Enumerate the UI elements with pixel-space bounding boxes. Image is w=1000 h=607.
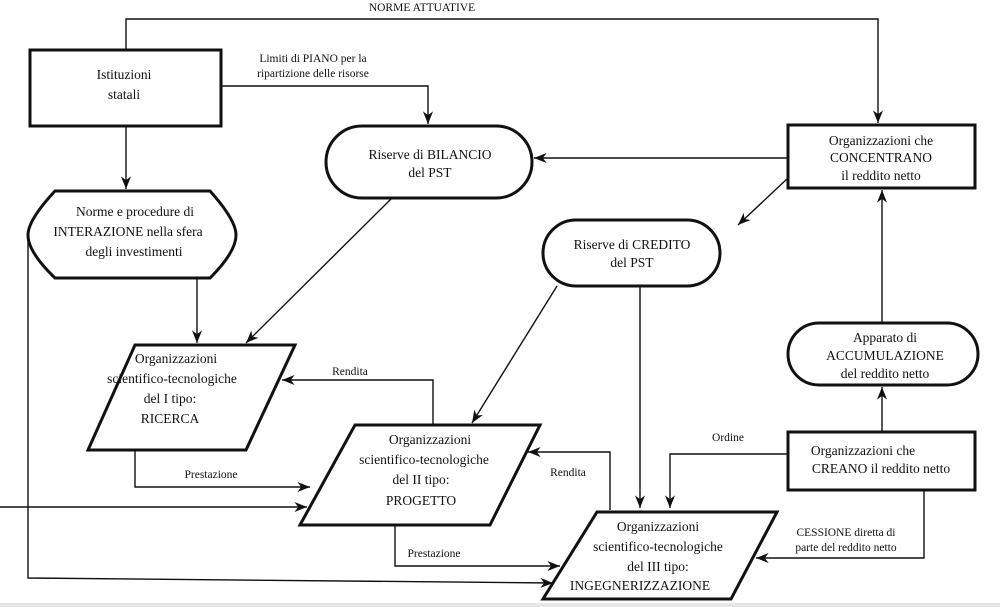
label-limiti-line1: Limiti di PIANO per la bbox=[259, 53, 366, 65]
node-text: del PST bbox=[610, 255, 654, 270]
node-text: Istituzioni bbox=[97, 67, 152, 82]
label-ordine: Ordine bbox=[712, 432, 744, 444]
edge-ordine bbox=[664, 453, 788, 508]
node-text: PROGETTO bbox=[386, 493, 457, 508]
node-text: Riserve di CREDITO bbox=[574, 237, 691, 252]
edge-prestazione-2 bbox=[394, 525, 560, 572]
label-cessione-line1: CESSIONE diretta di bbox=[796, 527, 895, 539]
node-text: del III tipo: bbox=[627, 559, 688, 574]
node-tipo2-progetto: Organizzazioni scientifico-tecnologiche … bbox=[297, 423, 543, 527]
node-concentrano: Organizzazioni che CONCENTRANO il reddit… bbox=[786, 123, 977, 190]
edge-cessione bbox=[756, 490, 925, 564]
node-text: del II tipo: bbox=[393, 472, 450, 487]
edge-limiti-piano bbox=[221, 85, 434, 124]
node-text: INTERAZIONE nella sfera bbox=[53, 224, 202, 239]
edge-credito-tipo2 bbox=[471, 285, 558, 424]
node-text: CREANO il reddito netto bbox=[812, 461, 951, 476]
label-norme-attuative: NORME ATTUATIVE bbox=[369, 2, 475, 14]
node-text: ACCUMULAZIONE bbox=[826, 348, 944, 363]
node-text: Organizzazioni bbox=[389, 432, 471, 447]
node-text: Organizzazioni bbox=[135, 351, 217, 366]
node-tipo3-ingegnerizzazione: Organizzazioni scientifico-tecnologiche … bbox=[540, 510, 780, 601]
node-text: il reddito netto bbox=[841, 168, 921, 183]
node-text: statali bbox=[108, 87, 140, 102]
node-text: Riserve di BILANCIO bbox=[369, 147, 492, 162]
node-text: Organizzazioni bbox=[617, 519, 699, 534]
node-riserve-credito: Riserve di CREDITO del PST bbox=[541, 218, 722, 288]
label-rendita-1: Rendita bbox=[332, 366, 368, 378]
label-limiti-line2: ripartizione delle risorse bbox=[257, 68, 369, 80]
node-text: del I tipo: bbox=[144, 391, 197, 406]
label-prestazione-2: Prestazione bbox=[407, 548, 460, 560]
node-text: Organizzazioni che bbox=[829, 133, 933, 148]
node-accumulazione: Apparato di ACCUMULAZIONE del reddito ne… bbox=[786, 321, 980, 387]
node-text: scientifico-tecnologiche bbox=[107, 371, 237, 386]
edge-norme-tipo3 bbox=[27, 240, 554, 588]
edge-prestazione-1 bbox=[134, 450, 310, 493]
connectors bbox=[0, 18, 925, 588]
node-text: del reddito netto bbox=[841, 366, 930, 381]
label-rendita-2: Rendita bbox=[550, 467, 586, 479]
node-istituzioni-statali: Istituzioni statali bbox=[28, 48, 223, 128]
node-text: Norme e procedure di bbox=[76, 204, 194, 219]
node-text: INGEGNERIZZAZIONE bbox=[570, 578, 710, 593]
node-norme-interazione: Norme e procedure di INTERAZIONE nella s… bbox=[26, 189, 238, 280]
node-creano: Organizzazioni che CREANO il reddito net… bbox=[786, 430, 977, 492]
edge-norme-attuative bbox=[125, 18, 884, 123]
node-riserve-bilancio: Riserve di BILANCIO del PST bbox=[324, 124, 534, 200]
node-tipo1-ricerca: Organizzazioni scientifico-tecnologiche … bbox=[85, 343, 298, 452]
node-text: RICERCA bbox=[141, 411, 200, 426]
edge-concentrano-credito bbox=[737, 177, 789, 226]
node-text: del PST bbox=[408, 165, 452, 180]
label-prestazione-1: Prestazione bbox=[184, 469, 237, 481]
node-text: scientifico-tecnologiche bbox=[593, 539, 723, 554]
edge-rendita-2 bbox=[528, 446, 611, 510]
label-cessione-line2: parte del reddito netto bbox=[795, 542, 896, 554]
node-text: degli investimenti bbox=[85, 244, 182, 259]
bottom-edge bbox=[0, 603, 1000, 607]
node-text: CONCENTRANO bbox=[830, 150, 932, 165]
node-text: scientifico-tecnologiche bbox=[359, 452, 489, 467]
node-text: Organizzazioni che bbox=[811, 443, 915, 458]
edge-bilancio-tipo1 bbox=[245, 197, 393, 344]
edge-rendita-1 bbox=[282, 374, 434, 425]
node-text: Apparato di bbox=[853, 330, 917, 345]
